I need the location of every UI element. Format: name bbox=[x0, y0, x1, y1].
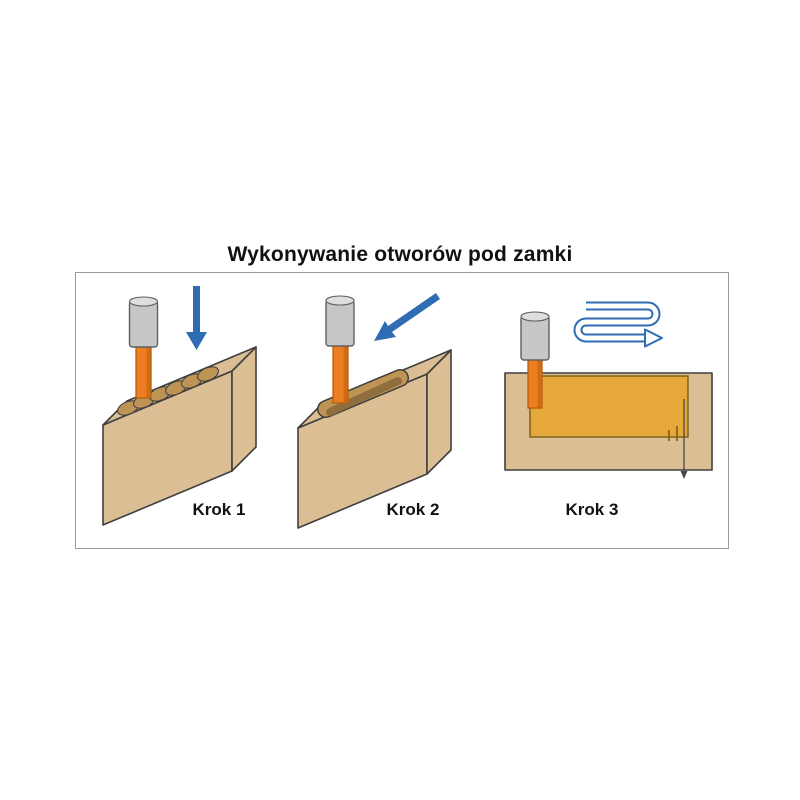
diagonal-arrow-icon bbox=[374, 293, 440, 341]
drill-bit bbox=[128, 296, 159, 399]
mortise-slot bbox=[317, 369, 409, 418]
step-2-label: Krok 2 bbox=[386, 500, 440, 519]
down-arrow-icon bbox=[186, 286, 207, 350]
drill-chuck bbox=[325, 299, 355, 347]
drill-chuck-top bbox=[128, 296, 159, 307]
drill-chuck-top bbox=[325, 295, 355, 306]
drill-chuck bbox=[520, 315, 550, 361]
drilled-hole bbox=[197, 366, 219, 382]
drill-shank-shade bbox=[343, 346, 348, 402]
drill-shank-shade bbox=[146, 347, 151, 397]
page-title: Wykonywanie otworów pod zamki bbox=[227, 243, 573, 266]
drill-shank-shade bbox=[537, 359, 541, 407]
zigzag-arrowhead bbox=[644, 328, 663, 348]
step-3-illustration bbox=[504, 301, 713, 479]
mortise-slot-bottom bbox=[326, 377, 402, 416]
drill-chuck bbox=[128, 300, 159, 348]
routed-pocket bbox=[529, 375, 689, 438]
step-3-label: Krok 3 bbox=[565, 500, 619, 519]
drill-chuck-top bbox=[520, 311, 550, 322]
zigzag-arrow-icon bbox=[573, 301, 663, 348]
drill-bit bbox=[520, 311, 550, 409]
step-1-illustration bbox=[102, 286, 257, 526]
drill-bit bbox=[325, 295, 355, 404]
zigzag-arrow-core bbox=[575, 303, 659, 341]
pilot-hole-arrowhead bbox=[680, 471, 688, 479]
step-2-illustration bbox=[297, 293, 452, 529]
step-1-label: Krok 1 bbox=[192, 500, 246, 519]
